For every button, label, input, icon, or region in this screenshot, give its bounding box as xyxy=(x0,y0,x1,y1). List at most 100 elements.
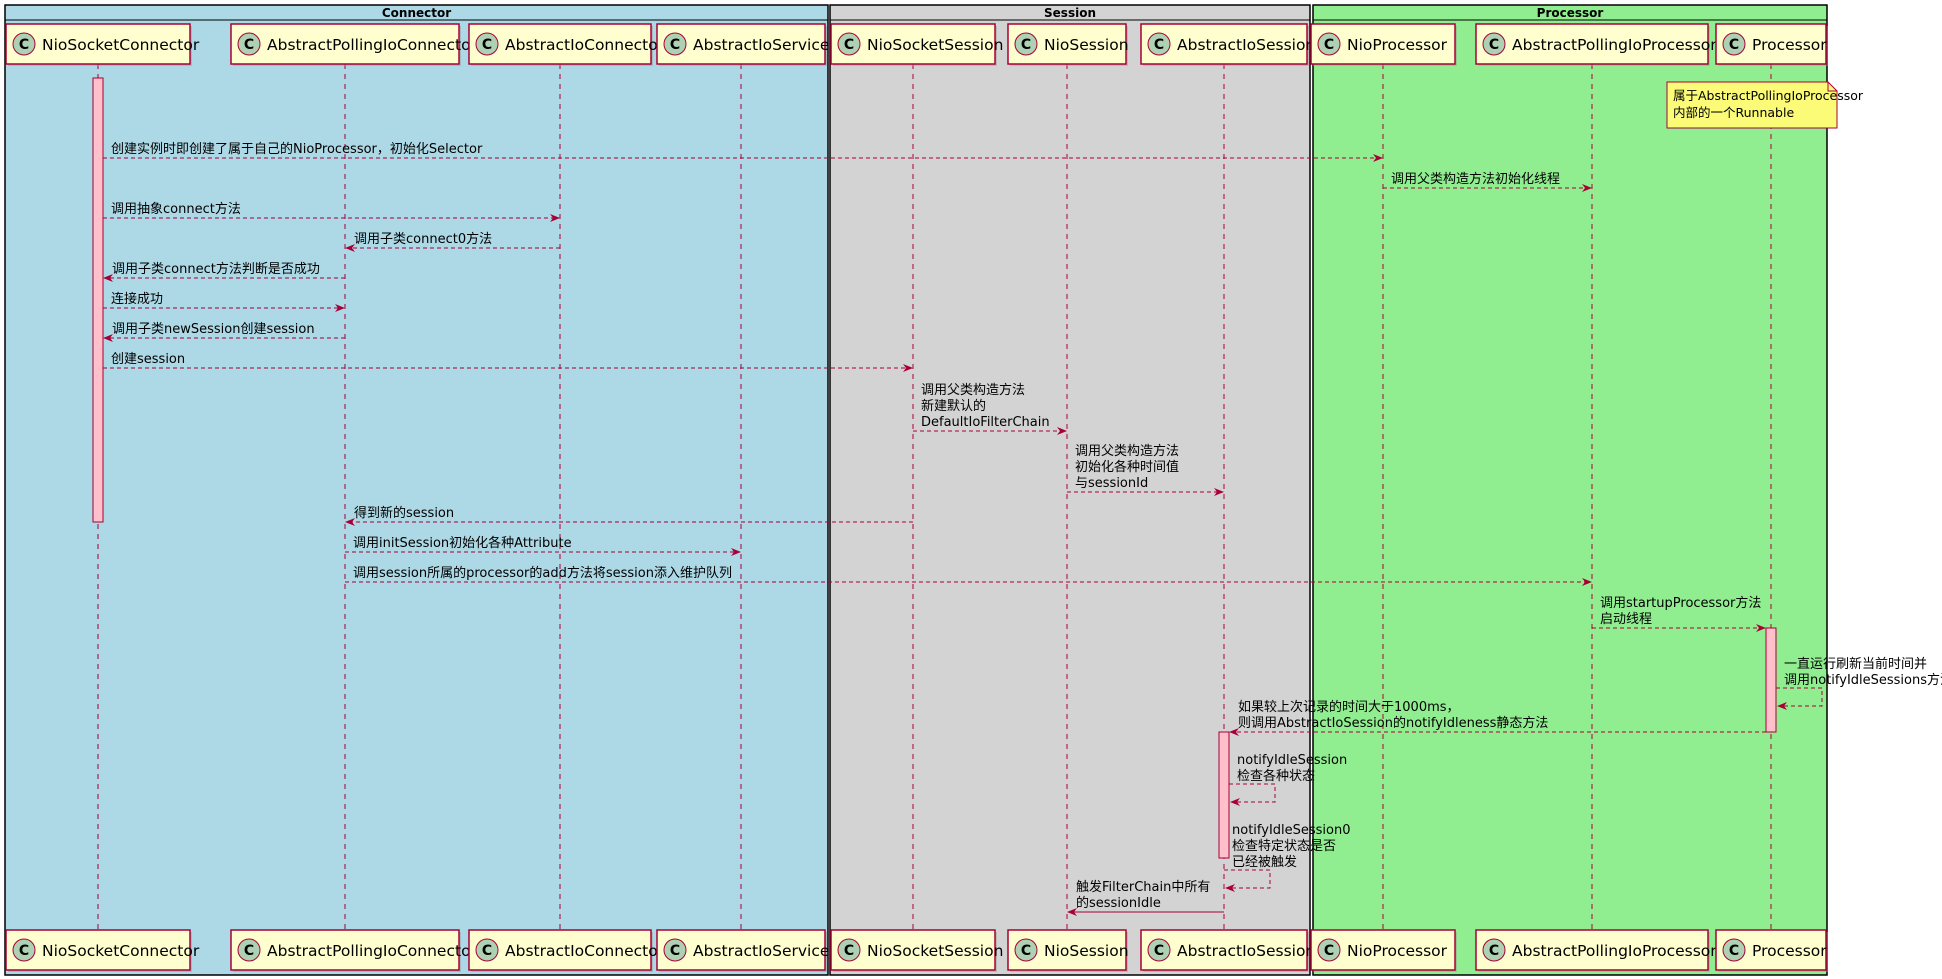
message-label: 如果较上次记录的时间大于1000ms， xyxy=(1238,699,1460,715)
participant-head-AbstractIoSession[interactable]: C AbstractIoSession xyxy=(1140,23,1315,66)
group-title: Processor xyxy=(1537,6,1604,20)
message-label: 一直运行刷新当前时间并 xyxy=(1784,656,1927,672)
svg-text:C: C xyxy=(670,37,680,53)
activation-bar xyxy=(1218,731,1230,859)
participant-foot-NioSocketSession[interactable]: C NioSocketSession xyxy=(830,929,1003,972)
message-6: 连接成功 xyxy=(103,291,345,312)
participant-foot-AbstractIoService[interactable]: C AbstractIoService xyxy=(656,929,829,972)
class-icon: C xyxy=(1014,938,1038,962)
message-label: notifyIdleSession0 xyxy=(1232,823,1351,838)
message-label: 触发FilterChain中所有 xyxy=(1076,879,1210,895)
participant-label: NioSocketSession xyxy=(867,36,1003,54)
participant-box xyxy=(5,23,191,65)
class-icon: C xyxy=(237,938,261,962)
message-11: 得到新的session xyxy=(345,505,913,526)
class-icon: C xyxy=(1147,32,1171,56)
activation-bar xyxy=(92,77,104,523)
svg-text:C: C xyxy=(1324,37,1334,53)
participant-label: AbstractIoSession xyxy=(1177,942,1315,960)
participant-head-NioSession[interactable]: C NioSession xyxy=(1007,23,1129,66)
class-icon: C xyxy=(1722,938,1746,962)
participant-label: NioSession xyxy=(1044,942,1129,960)
message-label: 调用父类构造方法 xyxy=(1075,443,1179,459)
group-title: Connector xyxy=(382,6,451,20)
participant-label: AbstractPollingIoConnector xyxy=(267,942,478,960)
message-4: 调用子类connect0方法 xyxy=(345,231,560,252)
participant-label: AbstractPollingIoConnector xyxy=(267,36,478,54)
class-icon: C xyxy=(1482,938,1506,962)
svg-text:C: C xyxy=(1729,37,1739,53)
message-label: 得到新的session xyxy=(354,505,454,521)
participant-label: AbstractIoSession xyxy=(1177,36,1315,54)
participant-head-NioSocketSession[interactable]: C NioSocketSession xyxy=(830,23,1003,66)
svg-text:C: C xyxy=(844,37,854,53)
message-arrow xyxy=(1224,869,1271,892)
message-label: 检查特定状态是否 xyxy=(1232,839,1336,854)
group-session: Session xyxy=(829,4,1311,976)
participant-label: NioSocketConnector xyxy=(42,36,200,54)
svg-text:C: C xyxy=(1489,37,1499,53)
group-processor: Processor xyxy=(1312,4,1828,976)
participant-label: NioSocketSession xyxy=(867,942,1003,960)
participant-head-AbstractIoConnector[interactable]: C AbstractIoConnector xyxy=(468,23,665,66)
message-label: 调用initSession初始化各种Attribute xyxy=(353,535,572,551)
message-label: 创建实例时即创建了属于自己的NioProcessor，初始化Selector xyxy=(111,141,483,157)
svg-text:C: C xyxy=(1324,943,1334,959)
message-label: 检查各种状态 xyxy=(1237,768,1315,784)
message-5: 调用子类connect方法判断是否成功 xyxy=(103,261,345,282)
class-icon: C xyxy=(837,32,861,56)
message-label: 新建默认的 xyxy=(921,398,986,414)
note-line: 属于AbstractPollingIoProcessor xyxy=(1673,88,1864,103)
note: 属于AbstractPollingIoProcessor内部的一个Runnabl… xyxy=(1666,81,1864,129)
svg-text:C: C xyxy=(1154,37,1164,53)
participant-label: NioSession xyxy=(1044,36,1129,54)
svg-text:C: C xyxy=(19,37,29,53)
participant-box xyxy=(468,929,652,971)
message-1: 创建实例时即创建了属于自己的NioProcessor，初始化Selector xyxy=(103,141,1383,162)
message-label: 启动线程 xyxy=(1600,612,1652,627)
participant-head-NioSocketConnector[interactable]: C NioSocketConnector xyxy=(5,23,200,66)
activation-bar xyxy=(1765,627,1777,733)
participant-foot-NioSession[interactable]: C NioSession xyxy=(1007,929,1129,972)
message-7: 调用子类newSession创建session xyxy=(103,322,345,342)
group-session-box xyxy=(829,4,1311,976)
message-arrow xyxy=(1229,783,1276,806)
class-icon: C xyxy=(1482,32,1506,56)
message-label: 连接成功 xyxy=(111,291,163,307)
message-arrow xyxy=(1776,687,1823,710)
participant-foot-NioSocketConnector[interactable]: C NioSocketConnector xyxy=(5,929,200,972)
svg-text:C: C xyxy=(844,943,854,959)
class-icon: C xyxy=(475,32,499,56)
message-3: 调用抽象connect方法 xyxy=(103,201,560,222)
svg-text:C: C xyxy=(482,943,492,959)
class-icon: C xyxy=(1014,32,1038,56)
participant-foot-AbstractPollingIoConnector[interactable]: C AbstractPollingIoConnector xyxy=(230,929,478,972)
participant-label: AbstractIoConnector xyxy=(505,36,665,54)
participant-label: NioSocketConnector xyxy=(42,942,200,960)
message-label: 调用notifyIdleSessions方法 xyxy=(1784,672,1942,688)
message-label: 与sessionId xyxy=(1075,476,1148,491)
message-label: 创建session xyxy=(111,352,185,367)
class-icon: C xyxy=(475,938,499,962)
svg-text:C: C xyxy=(670,943,680,959)
group-connector: Connector xyxy=(4,4,829,976)
message-label: 调用父类构造方法 xyxy=(921,382,1025,398)
participant-label: AbstractIoService xyxy=(693,942,829,960)
svg-text:C: C xyxy=(1489,943,1499,959)
svg-text:C: C xyxy=(19,943,29,959)
